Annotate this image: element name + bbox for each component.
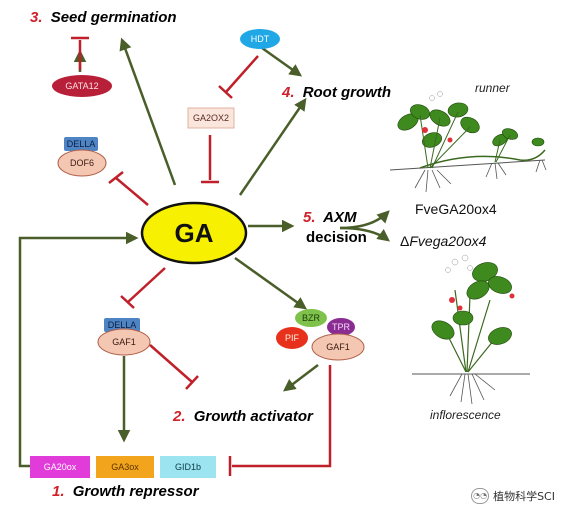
svg-text:DOF6: DOF6 [70,158,94,168]
outcome-seed-germination: 3. Seed germination [30,9,177,26]
node-tpr: TPR [327,318,355,336]
wechat-icon: ◔◔ [471,488,490,504]
node-hdt: HDT [240,29,280,49]
outcome-growth-repressor: 1. Growth repressor [52,483,200,500]
svg-text:GATA12: GATA12 [65,81,98,91]
node-ga3ox: GA3ox [96,456,154,478]
outcome-growth-activator: 2. Growth activator [172,408,314,425]
axm-target-mutant: ΔFvega20ox4 [400,233,487,249]
arrow-feedback-to-ga [18,231,139,468]
node-gid1b: GID1b [160,456,216,478]
plant-inflorescence-illustration: inflorescence [412,254,530,422]
svg-text:GAF1: GAF1 [326,342,350,352]
svg-text:DELLA: DELLA [67,139,96,149]
ga-label: GA [175,218,214,248]
watermark: ◔◔ 植物科学SCI [471,488,555,504]
arrow-axm-split-2 [339,226,391,242]
node-ga20ox: GA20ox [30,456,90,478]
ga-node: GA [140,201,248,265]
axm-target-fvega20ox4: FveGA20ox4 [415,201,497,217]
plant-inflorescence-label: inflorescence [430,408,501,422]
outcome-axm-decision: 5. AXM [303,209,357,226]
arrow-hdt-to-root [261,46,303,77]
node-bzr: BZR [295,309,327,327]
svg-text:GID1b: GID1b [175,462,201,472]
svg-text:GA2OX2: GA2OX2 [193,113,229,123]
inhibition-lines [71,36,332,476]
plant-runner-label: runner [475,81,511,95]
arrow-ga-to-seed [119,37,177,186]
node-della-top: DELLA [64,137,98,151]
node-gaf1-right: GAF1 [311,333,365,361]
svg-text:BZR: BZR [302,313,321,323]
node-ga2ox2: GA2OX2 [187,107,235,129]
inhib-ga-dof6 [115,177,149,206]
svg-text:GA20ox: GA20ox [44,462,77,472]
node-della-mid: DELLA [104,318,140,332]
arrow-ga-to-pif-complex [234,256,308,310]
arrow-complex-to-activator [283,364,319,392]
node-gata12: GATA12 [52,75,112,97]
svg-text:GAF1: GAF1 [112,337,136,347]
arrow-ga-to-root [238,97,307,196]
outcome-axm-decision-line2: decision [306,229,367,246]
svg-text:GA3ox: GA3ox [111,462,139,472]
node-pif: PIF [276,327,308,349]
inhib-ga-della [127,267,166,303]
svg-text:PIF: PIF [285,333,300,343]
inhib-gaf1-repressor [232,365,332,468]
watermark-text: 植物科学SCI [493,490,555,503]
inhib-gaf1-activator [149,344,193,383]
inhib-hdt-ga2ox2 [225,55,259,93]
node-gaf1-mid: GAF1 [97,328,151,356]
svg-text:HDT: HDT [251,34,270,44]
plant-runner-illustration: runner [389,81,547,193]
node-dof6: DOF6 [57,149,107,177]
activation-arrows [18,37,391,468]
svg-text:DELLA: DELLA [108,320,137,330]
svg-text:TPR: TPR [332,322,351,332]
outcome-root-growth: 4. Root growth [281,84,391,101]
